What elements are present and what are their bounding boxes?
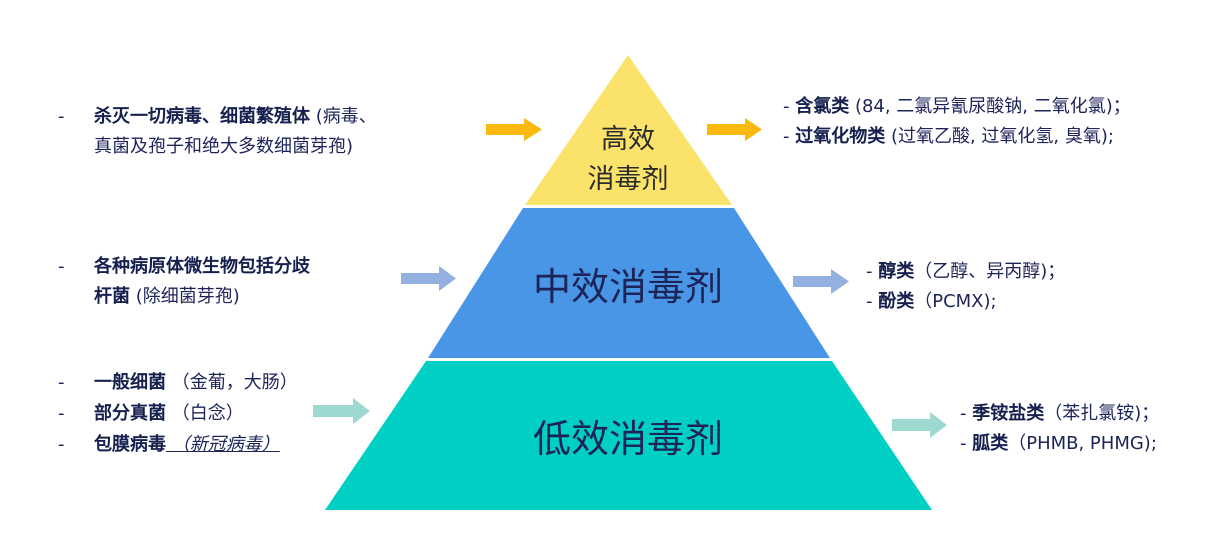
category-examples: （PCMX); xyxy=(914,291,997,312)
list-item: - 部分真菌 （白念） xyxy=(58,398,298,429)
bullet-dash: - xyxy=(783,126,796,147)
list-item: - 含氯类 (84, 二氯异氰尿酸钠, 二氧化氯)； xyxy=(783,92,1131,122)
low-item-bold: 部分真菌 xyxy=(94,403,166,424)
list-item: - 过氧化物类 (过氧乙酸, 过氧化氢, 臭氧); xyxy=(783,122,1131,152)
left-mid-description: - 各种病原体微生物包括分歧 杆菌 (除细菌芽孢) xyxy=(58,252,310,312)
bullet-dash: - xyxy=(58,372,65,393)
low-item-note: （金葡，大肠） xyxy=(166,372,298,393)
list-item: - 酚类（PCMX); xyxy=(866,287,1065,317)
tier-high-line1: 高效 xyxy=(601,124,655,155)
category-examples: (84, 二氯异氰尿酸钠, 二氧化氯)； xyxy=(849,96,1131,117)
category-name: 含氯类 xyxy=(795,96,850,117)
tier-mid-label: 中效消毒剂 xyxy=(532,265,723,309)
tier-high-label: 高效 消毒剂 xyxy=(560,120,696,200)
arrow-mid-left xyxy=(401,266,456,291)
bullet-dash: - xyxy=(58,256,65,277)
mid-spectrum-note: (除细菌芽孢) xyxy=(130,286,240,307)
category-examples: (过氧乙酸, 过氧化氢, 臭氧); xyxy=(885,126,1114,147)
left-low-description: - 一般细菌 （金葡，大肠） - 部分真菌 （白念） - 包膜病毒 （新冠病毒） xyxy=(58,367,298,460)
tier-mid-shape xyxy=(428,208,830,358)
list-item: - 醇类（乙醇、异丙醇)； xyxy=(866,257,1065,287)
category-examples: （乙醇、异丙醇)； xyxy=(914,261,1066,282)
tier-low-label: 低效消毒剂 xyxy=(532,417,723,461)
high-spectrum-note2: 真菌及孢子和绝大多数细菌芽孢) xyxy=(94,136,354,157)
list-item: - 一般细菌 （金葡，大肠） xyxy=(58,367,298,398)
mid-spectrum-bold2: 杆菌 xyxy=(94,286,130,307)
bullet-dash: - xyxy=(866,291,879,312)
low-item-note: （白念） xyxy=(166,403,244,424)
right-mid-examples: - 醇类（乙醇、异丙醇)； - 酚类（PCMX); xyxy=(866,257,1065,317)
right-low-examples: - 季铵盐类（苯扎氯铵)； - 胍类（PHMB, PHMG); xyxy=(960,399,1159,459)
category-examples: （PHMB, PHMG); xyxy=(1008,433,1157,454)
list-item: - 胍类（PHMB, PHMG); xyxy=(960,429,1159,459)
left-high-description: - 杀灭一切病毒、细菌繁殖体 (病毒、 真菌及孢子和绝大多数细菌芽孢) xyxy=(58,102,377,162)
mid-spectrum-bold1: 各种病原体微生物包括分歧 xyxy=(94,256,310,277)
tier-low-shape xyxy=(325,361,932,510)
arrow-low-right xyxy=(892,412,947,438)
category-name: 醇类 xyxy=(878,261,915,282)
arrow-high-left xyxy=(486,118,542,141)
bullet-dash: - xyxy=(58,403,65,424)
bullet-dash: - xyxy=(58,434,65,455)
right-high-examples: - 含氯类 (84, 二氯异氰尿酸钠, 二氧化氯)； - 过氧化物类 (过氧乙酸… xyxy=(783,92,1131,152)
bullet-dash: - xyxy=(960,403,973,424)
bullet-dash: - xyxy=(783,96,796,117)
bullet-dash: - xyxy=(960,433,973,454)
high-spectrum-note1: (病毒、 xyxy=(310,106,377,127)
low-item-note-italic: （新冠病毒） xyxy=(166,434,280,455)
bullet-dash: - xyxy=(58,106,65,127)
high-spectrum-bold: 杀灭一切病毒、细菌繁殖体 xyxy=(94,106,310,127)
category-name: 过氧化物类 xyxy=(795,126,886,147)
tier-high-line2: 消毒剂 xyxy=(587,164,669,195)
category-name: 胍类 xyxy=(972,433,1009,454)
arrow-low-left xyxy=(313,398,370,424)
category-name: 酚类 xyxy=(878,291,915,312)
list-item: - 季铵盐类（苯扎氯铵)； xyxy=(960,399,1159,429)
arrow-high-right xyxy=(707,118,762,141)
tier-high-shape xyxy=(525,55,732,205)
low-item-bold: 一般细菌 xyxy=(94,372,166,393)
bullet-dash: - xyxy=(866,261,879,282)
low-item-bold: 包膜病毒 xyxy=(94,434,166,455)
category-examples: （苯扎氯铵)； xyxy=(1044,403,1160,424)
category-name: 季铵盐类 xyxy=(972,403,1045,424)
arrow-mid-right xyxy=(793,269,849,294)
list-item: - 包膜病毒 （新冠病毒） xyxy=(58,429,298,460)
